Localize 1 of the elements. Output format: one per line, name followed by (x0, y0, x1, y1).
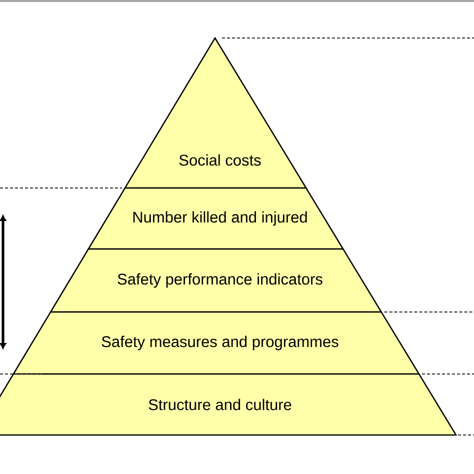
pyramid-layer: Structure and culture (0, 373, 458, 436)
